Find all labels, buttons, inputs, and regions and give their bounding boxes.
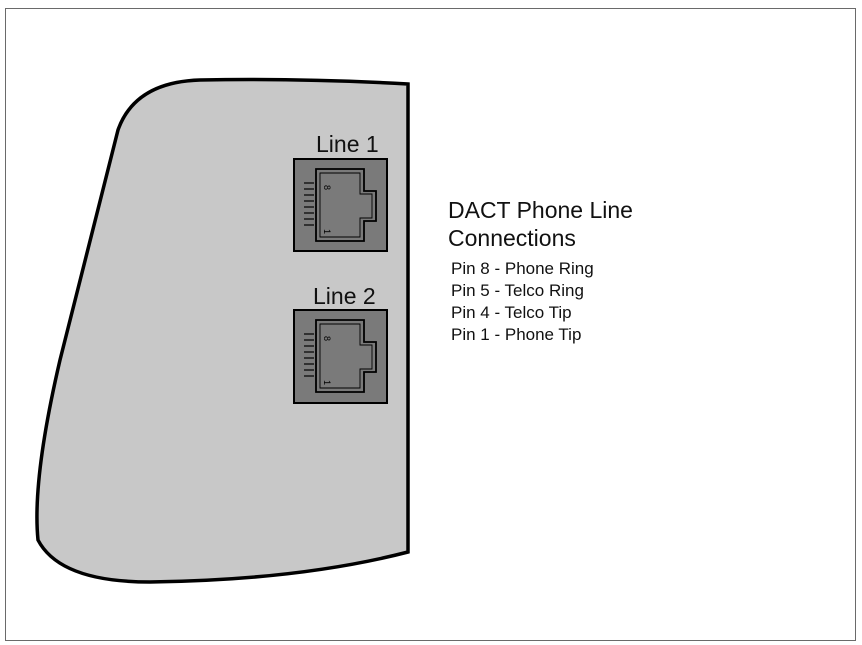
jack-pin-8-mark: 8 <box>322 336 332 341</box>
jack-pin-1-mark: 1 <box>322 229 332 234</box>
jack-pin-8-mark: 8 <box>322 185 332 190</box>
pin-item: Pin 4 - Telco Tip <box>451 303 572 322</box>
title-line-2: Connections <box>448 225 576 251</box>
jack-pin-1-mark: 1 <box>322 380 332 385</box>
title-line-1: DACT Phone Line <box>448 197 633 223</box>
rj-jack-line-1: 8 1 <box>293 158 388 252</box>
pin-list: Pin 8 - Phone Ring Pin 5 - Telco Ring Pi… <box>451 258 594 346</box>
pin-item: Pin 5 - Telco Ring <box>451 281 584 300</box>
line-2-label: Line 2 <box>313 283 376 309</box>
rj-jack-line-2: 8 1 <box>293 309 388 404</box>
line-1-label: Line 1 <box>316 131 379 157</box>
diagram-title: DACT Phone Line Connections <box>448 196 633 252</box>
pin-item: Pin 8 - Phone Ring <box>451 259 594 278</box>
pin-item: Pin 1 - Phone Tip <box>451 325 582 344</box>
